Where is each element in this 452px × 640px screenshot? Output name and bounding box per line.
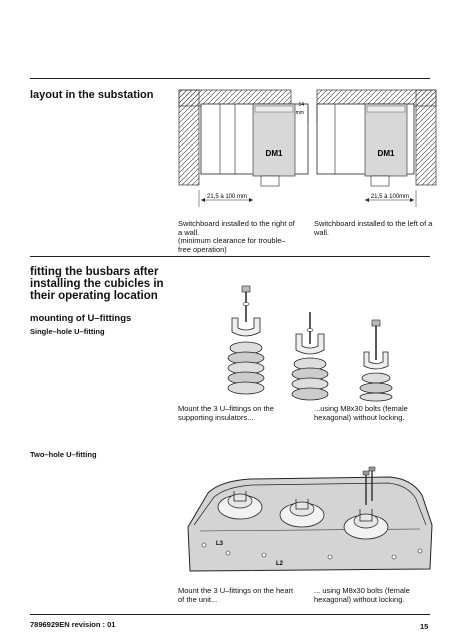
footer-rule <box>30 614 430 615</box>
section-rule <box>30 256 430 257</box>
two-hole-label: Two–hole U–fitting <box>30 450 97 459</box>
callout-l3: L3 <box>216 541 224 547</box>
left-top-wall <box>178 89 292 107</box>
substation-layout-diagram: DM1 DM1 14 mm 21,5 à 100 mm 21,5 à 100mm <box>178 89 437 207</box>
layout-caption-right: Switchboard installed to the left of a w… <box>314 219 433 237</box>
single-caption-right: ...using M8x30 bolts (female hexagonal) … <box>314 404 408 422</box>
single-hole-label: Single–hole U–fitting <box>30 327 105 336</box>
insulator-2 <box>291 312 329 401</box>
single-hole-fitting-diagram <box>227 285 393 402</box>
gap-dimension: 14 <box>298 102 304 108</box>
u-fittings-subheading: mounting of U–fittings <box>30 313 132 324</box>
two-hole-fitting-diagram: L3 L2 <box>187 466 433 572</box>
page-number: 15 <box>420 622 429 631</box>
right-clearance-dimension: 21,5 à 100mm <box>371 194 409 200</box>
bolts <box>362 466 376 505</box>
top-rule <box>30 78 430 79</box>
right-dm1-unit <box>364 103 408 177</box>
boss-1 <box>217 491 263 520</box>
callout-l2: L2 <box>276 561 284 567</box>
boss-2 <box>279 499 325 528</box>
two-hole-caption-right: ... using M8x30 bolts (female hexagonal)… <box>314 586 410 604</box>
insulator-1 <box>227 285 265 395</box>
left-dm1-label: DM1 <box>266 149 283 158</box>
insulator-3 <box>359 319 393 402</box>
busbars-heading: fitting the busbars after installing the… <box>30 266 164 302</box>
right-dm1-label: DM1 <box>378 149 395 158</box>
right-top-wall <box>316 89 437 107</box>
left-clearance-dimension: 21,5 à 100 mm <box>207 194 247 200</box>
single-caption-left: Mount the 3 U–fittings on the supporting… <box>178 404 274 422</box>
document-reference: 7896929EN revision : 01 <box>30 620 116 629</box>
left-dm1-unit <box>252 103 296 177</box>
boss-3 <box>343 509 389 540</box>
layout-caption-left: Switchboard installed to the right of a … <box>178 219 295 254</box>
gap-dimension-unit: mm <box>296 110 304 116</box>
two-hole-caption-left: Mount the 3 U–fittings on the heart of t… <box>178 586 294 604</box>
layout-heading: layout in the substation <box>30 89 154 101</box>
